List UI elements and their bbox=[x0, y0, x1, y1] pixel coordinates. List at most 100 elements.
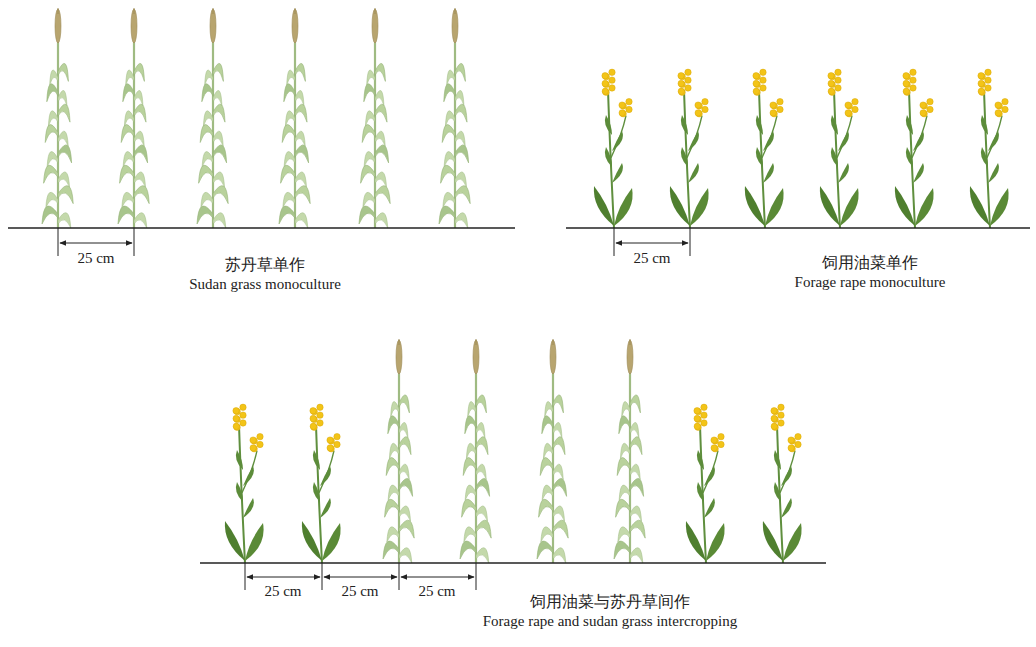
rape-leaf bbox=[322, 523, 341, 561]
dimension-label: 25 cm bbox=[631, 250, 672, 267]
grass-awn bbox=[455, 8, 456, 14]
grass-leaf bbox=[476, 437, 488, 455]
grass-leaf bbox=[367, 70, 375, 85]
rape-flower bbox=[995, 102, 1001, 108]
rape-flower bbox=[310, 415, 316, 421]
grass-leaf bbox=[365, 111, 375, 126]
rape-leaf bbox=[831, 115, 838, 135]
grass-panicle bbox=[55, 9, 61, 43]
rape-flower bbox=[753, 73, 759, 79]
grass-leaf bbox=[375, 104, 387, 122]
rape-flower bbox=[835, 69, 841, 75]
grass-leaf bbox=[542, 485, 553, 500]
rape-leaf bbox=[895, 186, 915, 226]
rape-flower bbox=[846, 111, 852, 117]
grass-leaf bbox=[545, 402, 553, 417]
grass-leaf bbox=[134, 131, 144, 146]
rape-flower bbox=[311, 416, 317, 422]
rape-flower bbox=[334, 441, 340, 447]
rape-flower bbox=[685, 77, 691, 83]
grass-leaf bbox=[44, 165, 58, 183]
rape-flower bbox=[778, 420, 784, 426]
grass-leaf bbox=[399, 478, 413, 496]
grass-leaf bbox=[441, 165, 455, 183]
grass-leaf bbox=[45, 125, 58, 143]
grass-leaf bbox=[476, 395, 486, 413]
grass-leaf bbox=[124, 111, 134, 126]
rape-leaf bbox=[245, 523, 264, 561]
grass-leaf bbox=[464, 527, 476, 542]
rape-leaf bbox=[781, 466, 792, 486]
rape-leaf bbox=[688, 131, 699, 151]
rape-leaf bbox=[774, 482, 781, 502]
rape-branch bbox=[780, 451, 795, 493]
rape-leaf bbox=[313, 482, 320, 502]
grass-leaf bbox=[460, 541, 476, 559]
rape-flower bbox=[685, 69, 691, 75]
grass-leaf bbox=[58, 145, 72, 163]
grass-leaf bbox=[383, 541, 399, 559]
grass-leaf bbox=[295, 63, 305, 81]
grass-leaf bbox=[622, 402, 630, 417]
grass-leaf bbox=[442, 125, 455, 143]
grass-leaf bbox=[213, 172, 225, 187]
rape-flower bbox=[694, 423, 700, 429]
grass-panicle bbox=[627, 340, 633, 374]
rape-flower bbox=[903, 80, 909, 86]
rape-flower bbox=[711, 437, 717, 443]
rape-flower bbox=[702, 106, 708, 112]
rape-flower bbox=[788, 437, 794, 443]
rape-flower bbox=[852, 106, 858, 112]
grass-leaf bbox=[543, 443, 553, 458]
rape-branch bbox=[703, 451, 718, 493]
rape-leaf bbox=[612, 131, 623, 151]
rape-flower bbox=[250, 445, 256, 451]
rape-flower bbox=[609, 77, 615, 83]
grass-leaf bbox=[455, 63, 465, 81]
rape-flower bbox=[701, 420, 707, 426]
grass-leaf bbox=[476, 548, 489, 563]
rape-leaf bbox=[594, 186, 614, 226]
rape-leaf bbox=[783, 523, 802, 561]
rape-flower bbox=[845, 110, 851, 116]
grass-leaf bbox=[387, 527, 399, 542]
grass-leaf bbox=[455, 145, 469, 163]
rape-leaf bbox=[243, 498, 254, 518]
grass-leaf bbox=[553, 464, 563, 479]
rape-flower bbox=[679, 81, 685, 87]
rape-flower bbox=[760, 85, 766, 91]
rape-leaf bbox=[840, 188, 859, 226]
grass-panicle bbox=[210, 9, 216, 43]
rape-branch bbox=[242, 451, 257, 493]
grass-leaf bbox=[630, 437, 642, 455]
grass-leaf bbox=[287, 70, 295, 85]
rape-branch bbox=[912, 116, 927, 158]
grass-leaf bbox=[361, 165, 375, 183]
rape-leaf bbox=[320, 498, 331, 518]
rape-flower bbox=[910, 69, 916, 75]
rape-leaf bbox=[704, 466, 715, 486]
rape-flower bbox=[603, 81, 609, 87]
grass-leaf bbox=[619, 416, 630, 434]
grass-leaf bbox=[399, 520, 414, 538]
grass-leaf bbox=[619, 485, 630, 500]
grass-awn bbox=[476, 339, 477, 345]
rape-flower bbox=[910, 85, 916, 91]
rape-flower bbox=[828, 88, 834, 94]
grass-leaf bbox=[364, 152, 375, 167]
rape-flower bbox=[619, 110, 625, 116]
rape-flower bbox=[770, 102, 776, 108]
rape-flower bbox=[778, 412, 784, 418]
grass-panicle bbox=[550, 340, 556, 374]
rape-flower bbox=[240, 404, 246, 410]
rape-flower bbox=[701, 412, 707, 418]
grass-leaf bbox=[455, 104, 467, 122]
ground-lines bbox=[8, 228, 1030, 563]
rape-flower bbox=[317, 420, 323, 426]
grass-leaf bbox=[375, 90, 384, 105]
rape-flower bbox=[609, 69, 615, 75]
grass-leaf bbox=[205, 70, 213, 85]
grass-leaf bbox=[443, 192, 455, 207]
rape-flower bbox=[257, 433, 263, 439]
grass-leaf bbox=[134, 213, 147, 228]
